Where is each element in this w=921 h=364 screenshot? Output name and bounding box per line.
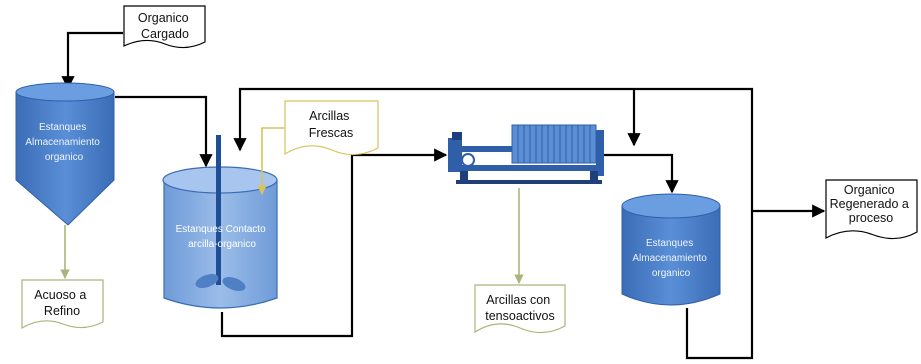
- doc-organico-cargado: Organico Cargado: [123, 5, 206, 49]
- organico-cargado-line1: Organico: [138, 11, 189, 25]
- flow-contact-to-press: [220, 148, 448, 338]
- arcillas-frescas-line2: Frescas: [309, 126, 353, 140]
- svg-text:Organico Regenerado a: Organico Regenerado a proceso: [830, 183, 913, 225]
- doc-arcillas-tensoactivos: Arcillas con tensoactivos: [474, 284, 566, 334]
- svg-text:Estanques Almacenamiento: Estanques Almacenamiento organico: [632, 238, 709, 279]
- storage2-label-line1: Estanques: [646, 238, 693, 249]
- storage2-label-line2: Almacenamiento: [632, 253, 707, 264]
- flow-press-to-storage2: [603, 153, 679, 194]
- agitator-shaft: [216, 135, 221, 285]
- doc-acuoso-refino: Acuoso a Refino: [21, 279, 104, 330]
- regenerado-line2: Regenerado a: [830, 197, 909, 211]
- storage-tank-1: Estanques Almacenamiento organico: [15, 82, 115, 226]
- tensoactivos-line2: tensoactivos: [485, 309, 554, 323]
- storage-tank-2: Estanques Almacenamiento organico: [621, 193, 721, 306]
- arcillas-frescas-line1: Arcillas: [309, 109, 349, 123]
- svg-text:Arcillas con tensoactivo: Arcillas con tensoactivos: [485, 293, 554, 323]
- contact-tank: Estanques Contacto arcilla-organico: [162, 135, 278, 309]
- svg-text:Acuoso a Refino: Acuoso a Refino: [34, 288, 90, 318]
- contact-label-line1: Estanques Contacto: [176, 224, 266, 235]
- storage2-label-line3: organico: [652, 268, 691, 279]
- contact-label-line2: arcilla-organico: [188, 239, 256, 250]
- organico-cargado-line2: Cargado: [141, 27, 189, 41]
- storage1-label-line3: organico: [45, 152, 84, 163]
- svg-text:Estanques Almacenamiento: Estanques Almacenamiento organico: [25, 122, 102, 163]
- flow-arcillas-to-contact: [257, 127, 284, 195]
- flow-cargado-to-storage1: [61, 31, 123, 90]
- filter-press: [448, 124, 604, 184]
- impeller-blade-right: [222, 277, 246, 291]
- impeller-blade-left: [195, 274, 219, 288]
- doc-arcillas-frescas: Arcillas Frescas: [284, 100, 379, 156]
- svg-text:Estanques Contacto arcil: Estanques Contacto arcilla-organico: [176, 224, 269, 250]
- doc-organico-regenerado: Organico Regenerado a proceso: [825, 179, 918, 240]
- svg-text:Organico Cargado: Organico Cargado: [138, 11, 192, 41]
- regenerado-line3: proceso: [849, 211, 894, 225]
- tensoactivos-line1: Arcillas con: [486, 293, 550, 307]
- flow-lines: [61, 31, 826, 360]
- acuoso-refino-line2: Refino: [44, 304, 80, 318]
- storage1-label-line1: Estanques: [39, 122, 86, 133]
- flow-storage1-to-contact: [115, 95, 213, 168]
- flow-storage2-return: [233, 87, 754, 360]
- storage1-label-line2: Almacenamiento: [25, 137, 100, 148]
- acuoso-refino-line1: Acuoso a: [34, 288, 86, 302]
- regenerado-line1: Organico: [844, 183, 895, 197]
- svg-text:Arcillas Frescas: Arcillas Frescas: [309, 109, 353, 140]
